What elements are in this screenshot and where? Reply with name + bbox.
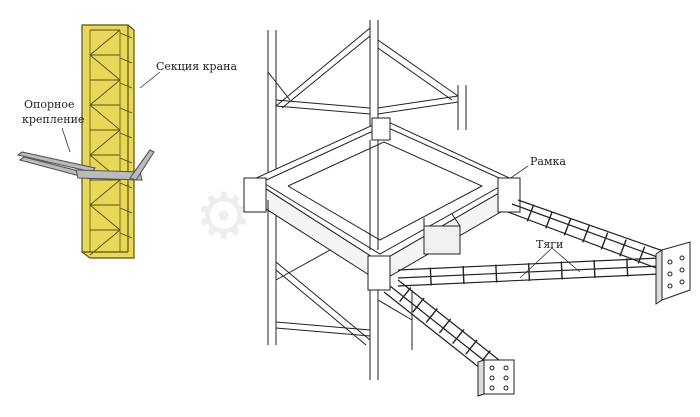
mast-bracing [89, 29, 133, 256]
rod-clamp [495, 264, 498, 283]
mast-side-brace [119, 182, 133, 189]
leader-crane-section [139, 71, 161, 89]
mast-side-brace [119, 57, 133, 64]
mast-diagonal-brace [89, 54, 121, 81]
rod-clamp [462, 265, 465, 285]
rod-clamp [637, 246, 646, 264]
rod-clamp [527, 262, 531, 282]
crane-mast [81, 24, 135, 259]
label-support-line1: Опорное [24, 98, 75, 111]
label-frame: Рамка [530, 155, 566, 168]
anchor-plate-bottom [477, 359, 515, 397]
watermark: ⚙ [195, 180, 257, 254]
rod-clamp [619, 239, 627, 257]
rod-clamp [545, 211, 553, 229]
mast-side-brace [119, 132, 133, 139]
leader-support [61, 127, 71, 153]
mast-side-brace [119, 207, 133, 214]
rod-clamp [593, 259, 596, 279]
rod-clamp [412, 297, 425, 313]
label-rods: Тяги [536, 238, 564, 251]
tie-rod-upper [507, 199, 667, 269]
mast-diagonal-brace [89, 204, 121, 231]
rod-clamp [600, 232, 609, 250]
mast-diagonal-brace [89, 129, 121, 156]
leader-rods-2 [551, 247, 581, 273]
rod-clamp [560, 261, 563, 280]
mast-lattice-upper [267, 27, 459, 115]
rod-clamp [429, 267, 432, 286]
mast-side-brace [119, 82, 133, 89]
rod-clamp [425, 308, 438, 323]
mast-diagonal-brace [89, 79, 121, 106]
mast-side-brace [119, 32, 133, 39]
rod-clamp [438, 318, 452, 334]
mast-diagonal-brace [89, 229, 121, 256]
rod-clamp [526, 204, 535, 222]
support-frame [75, 169, 143, 181]
mast-side-brace [119, 232, 133, 239]
anchor-plate-right [655, 241, 691, 305]
rod-clamp [582, 225, 590, 243]
square-frame [243, 117, 521, 291]
mast-diagonal-brace [89, 29, 121, 56]
rod-clamp [452, 329, 465, 344]
rod-clamp [465, 339, 478, 355]
rod-clamp [626, 258, 629, 277]
rod-clamp [563, 218, 572, 236]
leader-rods-1 [519, 247, 553, 279]
support-arm-right [129, 149, 155, 181]
mast-side-brace [119, 107, 133, 114]
frame-bolt-plate [423, 225, 461, 255]
label-crane-section: Секция крана [156, 60, 238, 73]
rod-clamp [399, 287, 412, 302]
mast-diagonal-brace [89, 104, 121, 131]
mast-side-brace [119, 157, 133, 164]
mast-lattice-lower [275, 249, 413, 346]
support-bracket [16, 149, 155, 181]
label-support-line2: крепление [22, 113, 85, 126]
mast-diagonal-brace [89, 179, 121, 206]
support-arm-left [16, 151, 96, 173]
